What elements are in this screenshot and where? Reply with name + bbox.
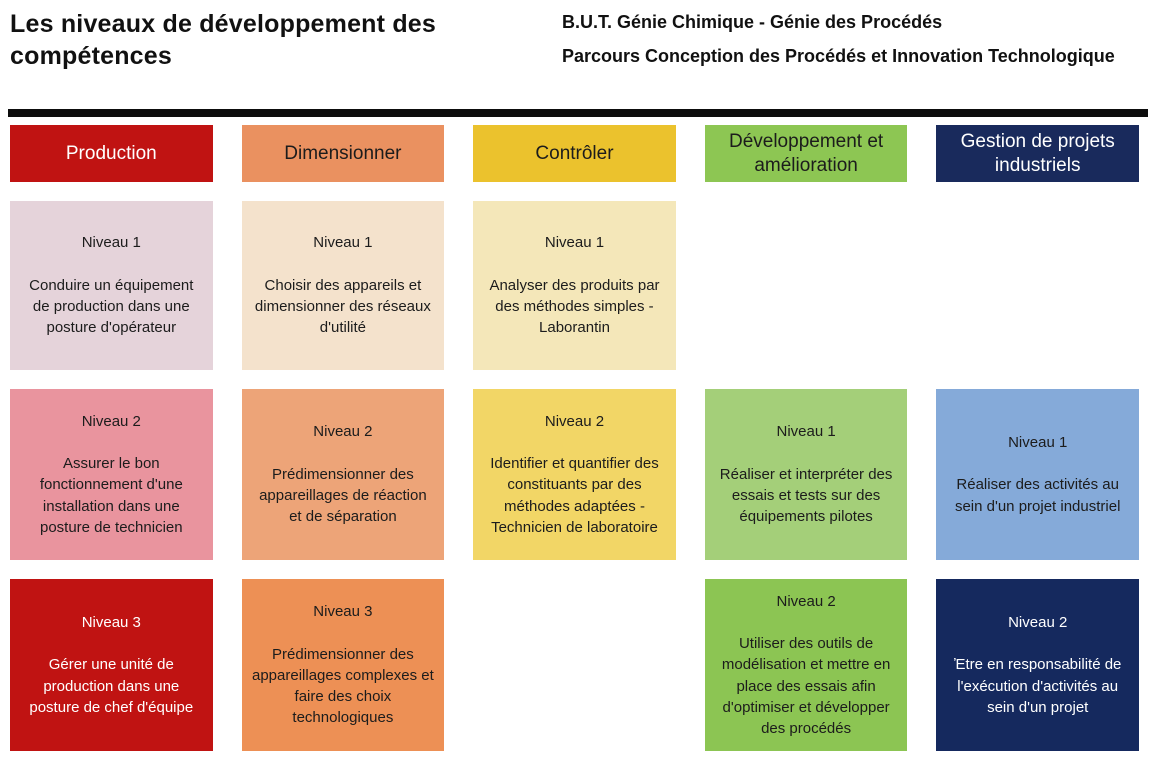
- competency-grid: Production Dimensionner Contrôler Dévelo…: [10, 125, 1139, 751]
- cell-controler-niveau-1: Niveau 1 Analyser des produits par des m…: [473, 201, 676, 370]
- level-description: Réaliser et interpréter des essais et te…: [719, 465, 893, 526]
- level-label: Niveau 2: [776, 592, 836, 610]
- program-name: B.U.T. Génie Chimique - Génie des Procéd…: [562, 12, 943, 32]
- column-header-developpement: Développement et amélioration: [704, 125, 908, 182]
- cell-dimensionner-niveau-3: Niveau 3 Prédimensionner des appareillag…: [241, 579, 445, 751]
- column-header-production: Production: [10, 125, 213, 182]
- page-header: Les niveaux de développement des compéte…: [0, 0, 1156, 109]
- level-description: Gérer une unité de production dans une p…: [29, 656, 194, 716]
- cell-developpement-niveau-1: Niveau 1 Réaliser et interpréter des ess…: [704, 389, 908, 560]
- cell-dimensionner-niveau-1: Niveau 1 Choisir des appareils et dimens…: [241, 201, 445, 370]
- level-description: Choisir des appareils et dimensionner de…: [254, 276, 431, 337]
- cell-production-niveau-2: Niveau 2 Assurer le bon fonctionnement d…: [10, 389, 213, 560]
- column-header-dimensionner: Dimensionner: [241, 125, 445, 182]
- cell-gestion-niveau-1: Niveau 1 Réaliser des activités au sein …: [936, 389, 1139, 560]
- program-info: B.U.T. Génie Chimique - Génie des Procéd…: [562, 8, 1146, 68]
- level-description: Identifier et quantifier des constituant…: [490, 455, 659, 536]
- level-label: Niveau 1: [544, 234, 605, 252]
- cell-production-niveau-3: Niveau 3 Gérer une unité de production d…: [10, 579, 213, 751]
- column-header-gestion: Gestion de projets industriels: [936, 125, 1139, 182]
- program-track: Parcours Conception des Procédés et Inno…: [562, 45, 1115, 66]
- level-label: Niveau 1: [1008, 434, 1068, 452]
- level-label: Niveau 1: [81, 234, 141, 252]
- cell-developpement-niveau-2: Niveau 2 Utiliser des outils de modélisa…: [704, 579, 908, 751]
- level-description: Prédimensionner des appareillages de réa…: [259, 465, 427, 526]
- column-header-controler: Contrôler: [473, 125, 676, 182]
- level-description: Ἐtre en responsabilité de l'exécution d'…: [953, 656, 1122, 716]
- level-label: Niveau 1: [313, 234, 373, 252]
- divider-bar: [8, 109, 1148, 117]
- level-label: Niveau 2: [81, 412, 141, 430]
- level-description: Assurer le bon fonctionnement d'une inst…: [39, 455, 183, 536]
- level-description: Prédimensionner des appareillages comple…: [252, 645, 434, 727]
- cell-production-niveau-1: Niveau 1 Conduire un équipement de produ…: [10, 201, 213, 370]
- cell-gestion-niveau-2: Niveau 2 Ἐtre en responsabilité de l'exé…: [936, 579, 1139, 751]
- cell-dimensionner-niveau-2: Niveau 2 Prédimensionner des appareillag…: [241, 389, 445, 560]
- level-label: Niveau 2: [313, 423, 373, 441]
- level-label: Niveau 2: [544, 412, 605, 430]
- level-description: Analyser des produits par des méthodes s…: [489, 276, 660, 337]
- cell-controler-niveau-2: Niveau 2 Identifier et quantifier des co…: [473, 389, 676, 560]
- level-label: Niveau 2: [1008, 613, 1068, 631]
- level-label: Niveau 3: [313, 603, 373, 621]
- level-description: Réaliser des activités au sein d'un proj…: [954, 476, 1121, 515]
- page-title: Les niveaux de développement des compéte…: [10, 10, 436, 70]
- level-description: Utiliser des outils de modélisation et m…: [721, 634, 891, 738]
- level-label: Niveau 1: [776, 423, 836, 441]
- level-label: Niveau 3: [81, 613, 141, 631]
- level-description: Conduire un équipement de production dan…: [29, 276, 194, 337]
